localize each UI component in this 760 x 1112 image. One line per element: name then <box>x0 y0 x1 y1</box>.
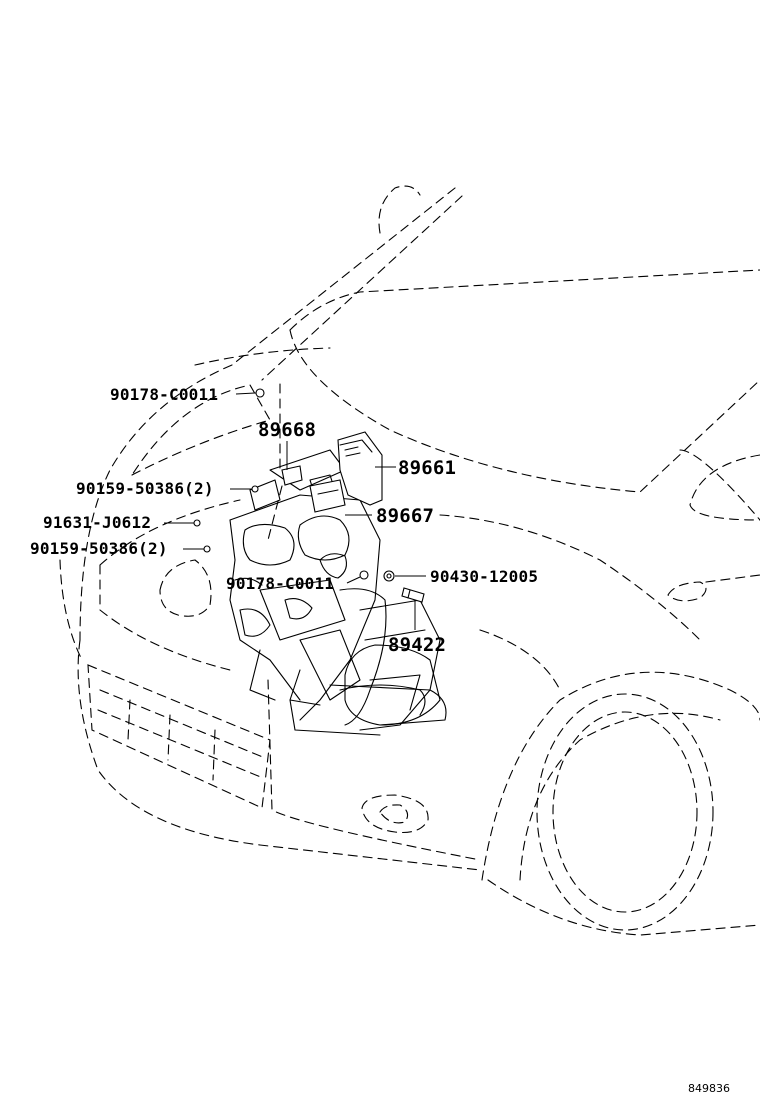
bracket-89668 <box>281 465 303 486</box>
gasket-90430 <box>383 570 395 582</box>
label-89422: 89422 <box>388 634 446 656</box>
bolt-90159-b <box>203 545 211 553</box>
label-91631: 91631-J0612 <box>43 513 151 532</box>
label-90178-mid: 90178-C0011 <box>226 574 334 593</box>
bracket-89667 <box>309 479 346 513</box>
label-89661: 89661 <box>398 457 456 479</box>
bolt-90159-a <box>251 485 259 493</box>
engine-assembly <box>229 449 447 736</box>
label-90430: 90430-12005 <box>430 567 538 586</box>
bolt-91631 <box>193 519 201 527</box>
label-90178-top: 90178-C0011 <box>110 385 218 404</box>
nut-90178-mid <box>359 570 369 580</box>
label-90159-a: 90159-50386(2) <box>76 479 214 498</box>
nut-90178-top <box>255 388 265 398</box>
car-body-outline <box>59 185 760 936</box>
label-89668: 89668 <box>258 419 316 441</box>
leader-lines <box>164 392 426 630</box>
ecu-module-89661 <box>337 431 383 506</box>
assembly-guide-line-2 <box>267 485 283 541</box>
sensor-89422 <box>401 587 425 603</box>
diagram-code: 849836 <box>688 1082 730 1095</box>
label-90159-b: 90159-50386(2) <box>30 539 168 558</box>
label-89667: 89667 <box>376 505 434 527</box>
